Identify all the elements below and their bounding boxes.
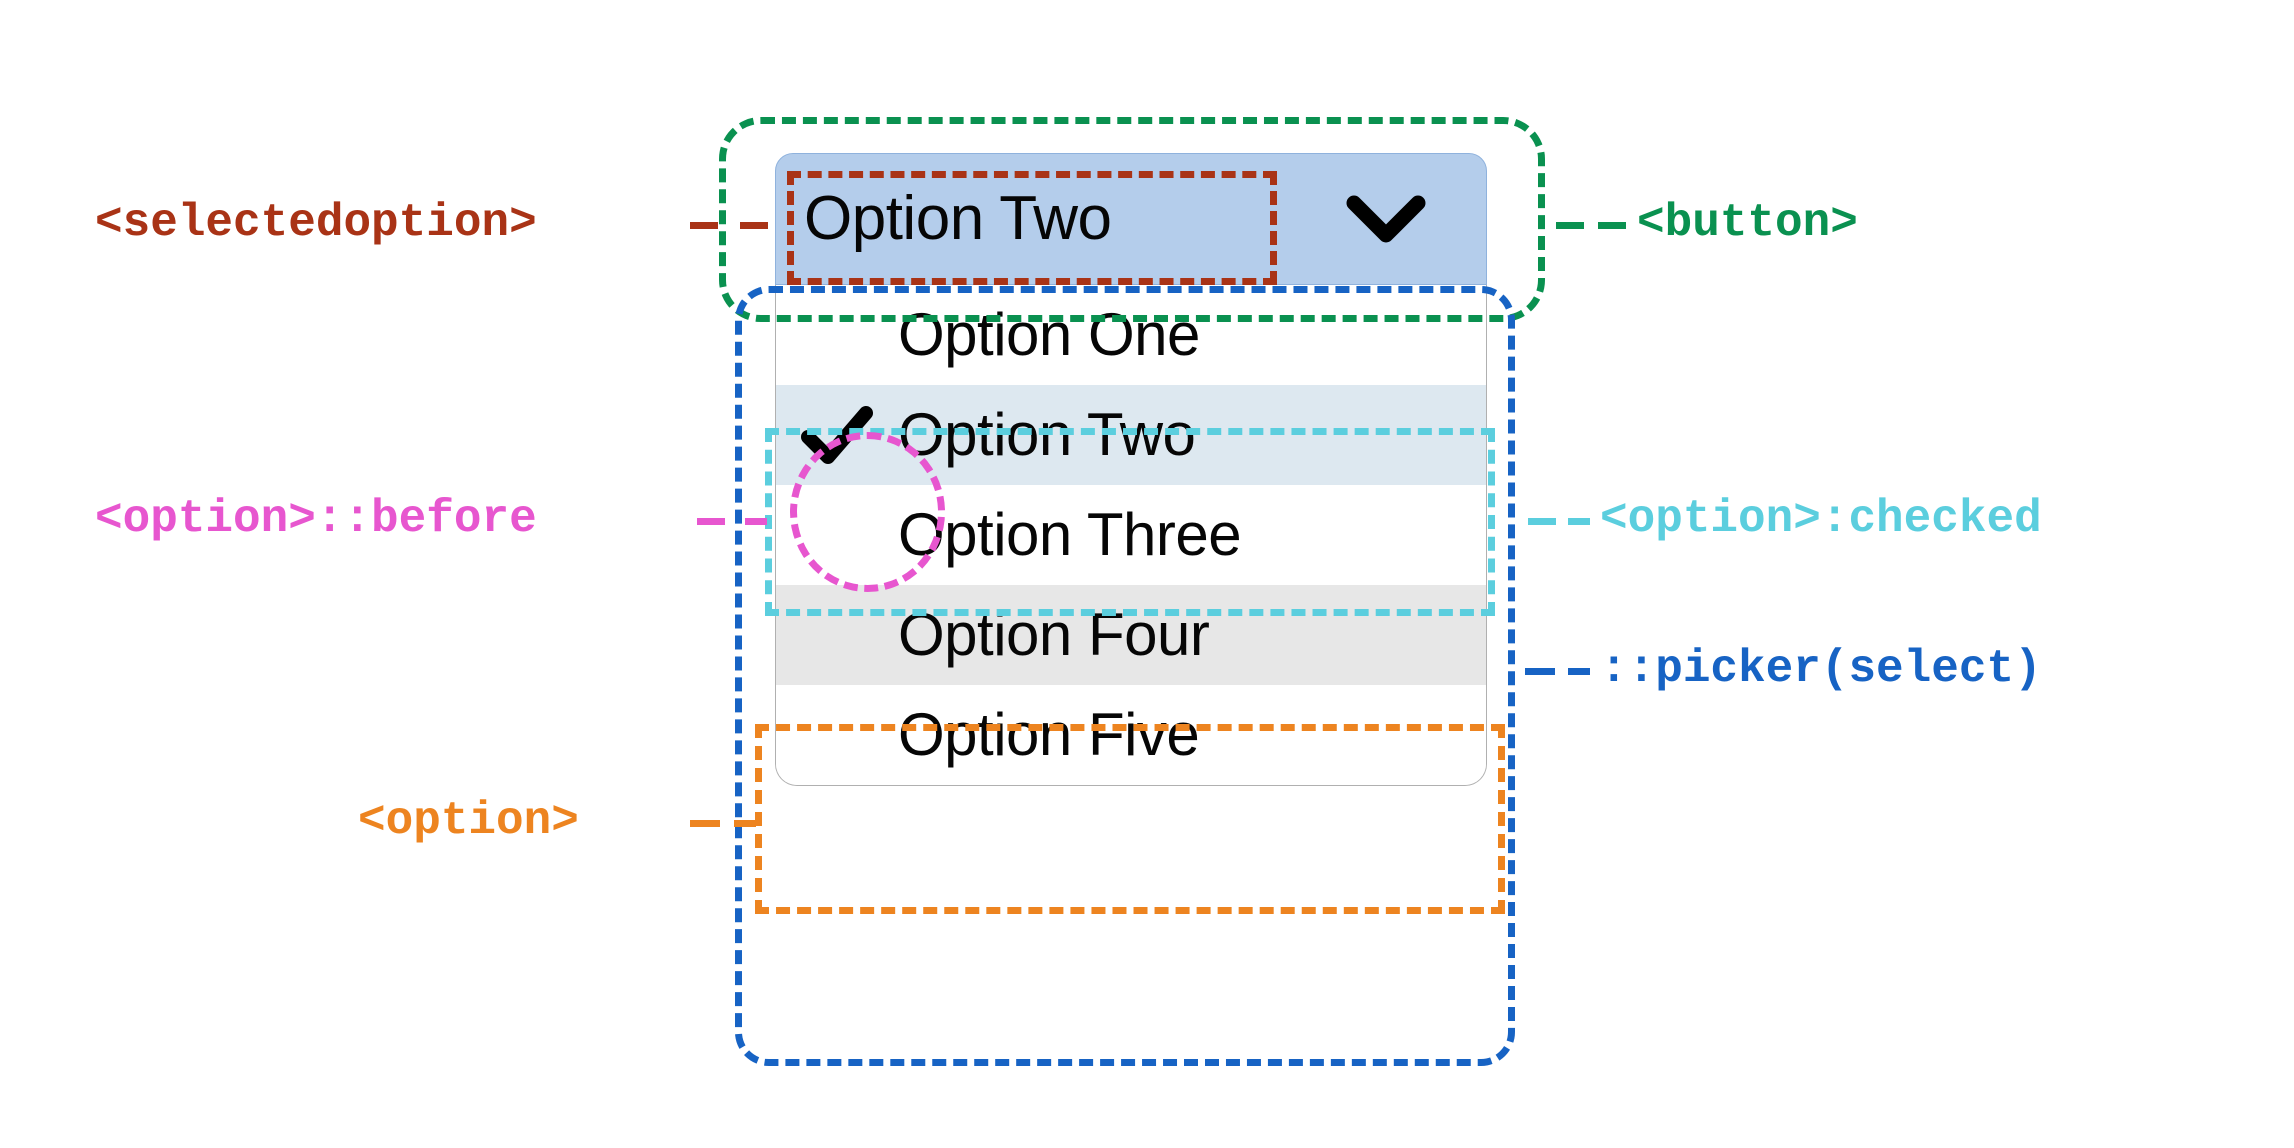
option-row-four[interactable]: Option Four	[776, 585, 1486, 685]
option-label: Option Three	[898, 501, 1242, 568]
leader-selectedoption-2	[740, 222, 768, 229]
leader-option-checked-2	[1568, 518, 1590, 525]
option-label: Option Two	[898, 401, 1196, 468]
leader-picker-2	[1568, 668, 1590, 675]
label-option-checked: <option>:checked	[1600, 493, 2042, 545]
picker-panel[interactable]: Option One Option Two Option Three Optio…	[775, 285, 1487, 786]
leader-option-before	[697, 518, 725, 525]
leader-option-checked	[1528, 518, 1556, 525]
option-row-five[interactable]: Option Five	[776, 685, 1486, 785]
option-row-one[interactable]: Option One	[776, 285, 1486, 385]
option-label: Option One	[898, 301, 1200, 368]
leader-option-before-2	[745, 518, 767, 525]
selectedoption-text: Option Two	[804, 184, 1112, 253]
label-option-before: <option>::before	[95, 493, 537, 545]
leader-option	[690, 820, 720, 827]
label-selectedoption: <selectedoption>	[95, 197, 537, 249]
option-label: Option Four	[898, 601, 1210, 668]
leader-button-2	[1598, 222, 1626, 229]
chevron-down-icon	[1346, 195, 1426, 243]
label-button: <button>	[1637, 197, 1858, 249]
select-widget[interactable]: Option Two Option One Option Two	[775, 153, 1487, 786]
leader-option-2	[734, 820, 756, 827]
label-option: <option>	[358, 795, 579, 847]
leader-picker	[1525, 668, 1555, 675]
option-row-three[interactable]: Option Three	[776, 485, 1486, 585]
option-row-two[interactable]: Option Two	[776, 385, 1486, 485]
select-button[interactable]: Option Two	[775, 153, 1487, 285]
option-label: Option Five	[898, 701, 1200, 768]
leader-selectedoption	[690, 222, 718, 229]
leader-button	[1556, 222, 1584, 229]
label-picker-select: ::picker(select)	[1600, 643, 2042, 695]
checkmark-icon	[776, 405, 898, 465]
